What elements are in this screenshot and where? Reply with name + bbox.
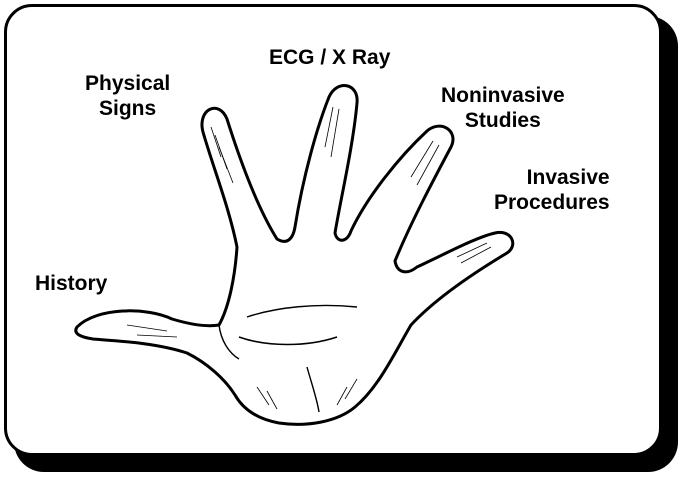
label-physical-signs: Physical Signs bbox=[85, 71, 170, 121]
hand-outline bbox=[76, 86, 513, 425]
diagram-card: ECG / X Ray Physical Signs Noninvasive S… bbox=[4, 4, 662, 456]
label-noninvasive-line1: Noninvasive bbox=[441, 83, 565, 108]
label-noninvasive-studies: Noninvasive Studies bbox=[441, 83, 565, 133]
label-physical-line1: Physical bbox=[85, 71, 170, 96]
label-invasive-line2: Procedures bbox=[494, 190, 610, 215]
label-noninvasive-line2: Studies bbox=[441, 108, 565, 133]
label-invasive-procedures: Invasive Procedures bbox=[494, 165, 610, 215]
label-physical-line2: Signs bbox=[85, 96, 170, 121]
label-ecg-xray: ECG / X Ray bbox=[269, 45, 390, 70]
label-invasive-line1: Invasive bbox=[494, 165, 610, 190]
label-history: History bbox=[35, 271, 107, 296]
